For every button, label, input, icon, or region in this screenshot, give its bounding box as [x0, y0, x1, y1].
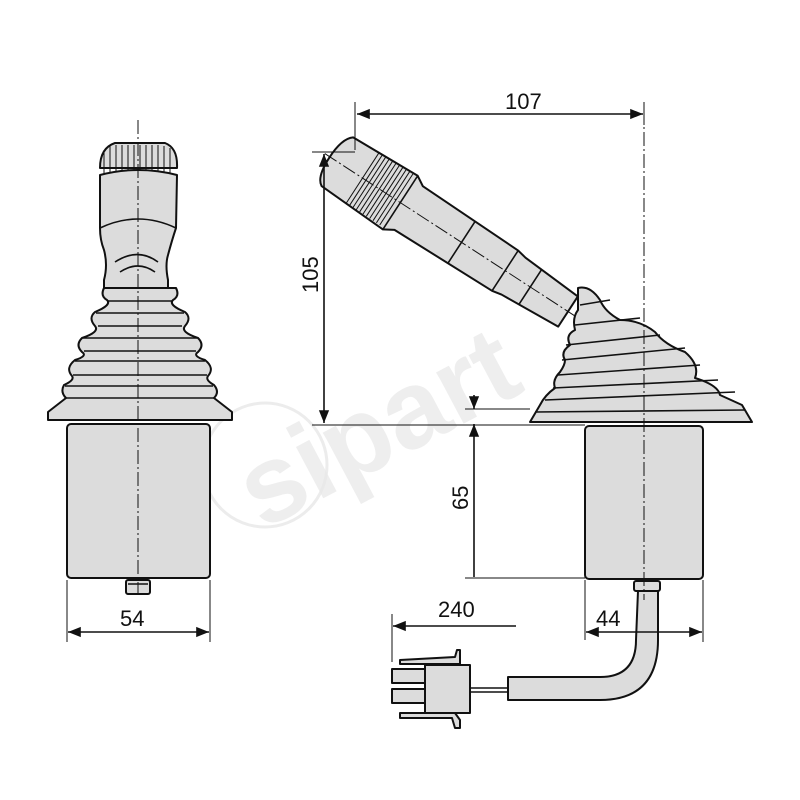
dimension-label-54: 54 — [120, 606, 144, 631]
dimension-lever-height: 105 — [298, 151, 585, 426]
dimension-front-width: 54 — [66, 580, 211, 642]
cable — [507, 590, 659, 701]
dimension-housing-height: 65 — [448, 395, 585, 579]
dimension-label-65: 65 — [448, 486, 473, 510]
watermark: sipart — [201, 303, 538, 552]
dimension-cable-length: 240 — [391, 597, 516, 662]
dimension-label-44: 44 — [596, 606, 620, 631]
bellows-boot — [47, 287, 233, 421]
side-view: 107 105 65 44 240 — [298, 89, 753, 729]
dimension-label-105: 105 — [298, 256, 323, 293]
plug-connector — [391, 649, 471, 729]
dimension-label-240: 240 — [438, 597, 475, 622]
dimension-label-107: 107 — [505, 89, 542, 114]
tilted-lever — [319, 136, 579, 328]
dimension-housing-width-side: 44 — [584, 580, 704, 642]
watermark-text: sipart — [216, 303, 538, 552]
dimension-lever-reach: 107 — [354, 89, 645, 150]
front-view: 54 — [47, 120, 233, 642]
